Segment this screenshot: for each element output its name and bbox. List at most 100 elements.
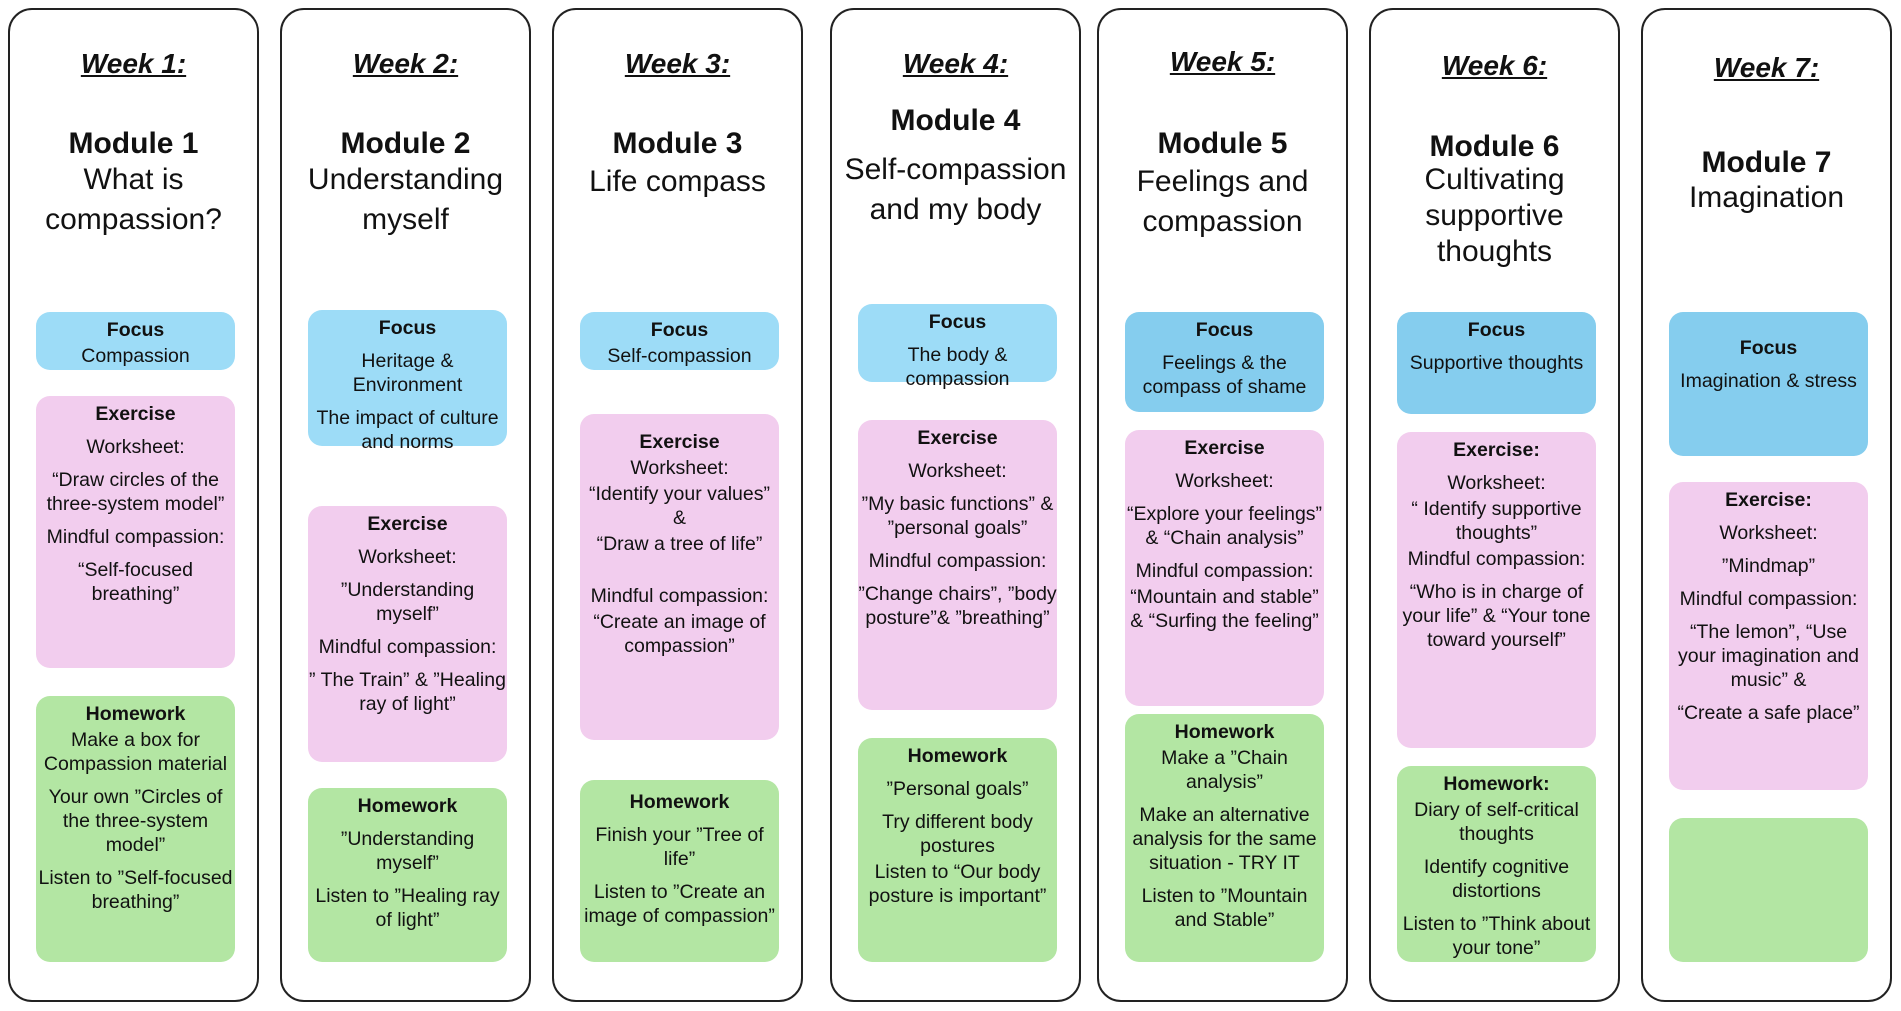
focus-line: The impact of culture and norms: [316, 407, 499, 453]
module-column-2: Week 2: Module 2 Understanding myself Fo…: [280, 8, 531, 1002]
week-label: Week 7:: [1713, 52, 1820, 83]
homework-line: Listen to ”Mountain and Stable”: [1141, 885, 1308, 931]
homework-line: Diary of self-critical thoughts: [1414, 799, 1579, 845]
homework-line: Listen to ”Think about your tone”: [1402, 913, 1591, 959]
homework-box: Homework Make a ”Chain analysis” Make an…: [1125, 714, 1324, 962]
exercise-box: Exercise Worksheet: “Draw circles of the…: [36, 396, 235, 668]
exercise-line: ”Change chairs”, ”body posture”& ”breath…: [858, 583, 1057, 629]
exercise-line: “ Identify supportive thoughts”: [1411, 498, 1582, 544]
homework-line: Make a box for Compassion material: [43, 729, 228, 775]
week-label: Week 1:: [80, 48, 187, 79]
exercise-line: Mindful compassion:: [318, 636, 497, 658]
module-title: Imagination: [1688, 181, 1845, 214]
focus-heading: Focus: [378, 317, 437, 339]
focus-box: Focus Feelings & the compass of shame: [1125, 312, 1324, 412]
week-label: Week 2:: [352, 48, 459, 79]
exercise-box: Exercise: Worksheet: “ Identify supporti…: [1397, 432, 1596, 748]
exercise-heading: Exercise: [1184, 437, 1265, 459]
exercise-line: “Who is in charge of your life” & “Your …: [1402, 581, 1591, 651]
homework-line: ”Personal goals”: [886, 778, 1029, 800]
homework-heading: Homework: [907, 745, 1008, 767]
exercise-line: ”Mindmap”: [1721, 555, 1816, 577]
exercise-line: Worksheet:: [1719, 522, 1818, 544]
exercise-line: “Draw a tree of life”: [596, 533, 763, 555]
exercise-line: “Create an image of compassion”: [593, 611, 766, 657]
focus-line: The body & compassion: [905, 344, 1010, 390]
exercise-line: “Create a safe place”: [1677, 702, 1860, 724]
homework-heading: Homework:: [1443, 773, 1550, 795]
exercise-heading: Exercise:: [1453, 439, 1540, 461]
focus-box: Focus Supportive thoughts: [1397, 312, 1596, 414]
exercise-line: “Draw circles of the three-system model”: [46, 469, 225, 515]
homework-line: Listen to “Our body posture is important…: [868, 861, 1047, 907]
exercise-heading: Exercise: [917, 427, 998, 449]
focus-box: Focus Heritage & Environment The impact …: [308, 310, 507, 453]
module-column-4: Week 4: Module 4 Self-compassion and my …: [830, 8, 1081, 1002]
homework-heading: Homework: [85, 703, 186, 725]
homework-line: Identify cognitive distortions: [1423, 856, 1570, 902]
exercise-line: Worksheet:: [908, 460, 1007, 482]
exercise-line: “The lemon”, “Use your imagination and m…: [1677, 621, 1860, 691]
focus-box: Focus Compassion: [36, 312, 235, 370]
focus-heading: Focus: [928, 311, 987, 333]
focus-heading: Focus: [106, 319, 165, 341]
homework-line: Listen to ”Healing ray of light”: [315, 885, 500, 931]
exercise-line: Worksheet:: [1447, 472, 1546, 494]
homework-box: [1669, 818, 1868, 962]
focus-line: Feelings & the compass of shame: [1142, 352, 1307, 398]
focus-line: Self-compassion: [607, 345, 752, 367]
focus-line: Supportive thoughts: [1409, 352, 1584, 374]
homework-line: Listen to ”Create an image of compassion…: [584, 881, 775, 927]
homework-heading: Homework: [357, 795, 458, 817]
exercise-box: Exercise: Worksheet: ”Mindmap” Mindful c…: [1669, 482, 1868, 790]
week-label: Week 3:: [624, 48, 731, 79]
exercise-box: Exercise Worksheet: “Explore your feelin…: [1125, 430, 1324, 706]
exercise-line: Mindful compassion:: [1679, 588, 1858, 610]
module-title: Feelings and compassion: [1136, 165, 1309, 238]
exercise-line: “Explore your feelings” & “Chain analysi…: [1126, 503, 1323, 549]
homework-line: Finish your ”Tree of life”: [595, 824, 764, 870]
exercise-box: Exercise Worksheet: ”Understanding mysel…: [308, 506, 507, 762]
exercise-line: Worksheet:: [86, 436, 185, 458]
focus-heading: Focus: [1467, 319, 1526, 341]
exercise-line: “Identify your values” &: [589, 483, 770, 529]
focus-heading: Focus: [650, 319, 709, 341]
module-column-3: Week 3: Module 3 Life compass Focus Self…: [552, 8, 803, 1002]
focus-heading: Focus: [1739, 337, 1798, 359]
exercise-line: Mindful compassion:: [1407, 548, 1586, 570]
homework-line: Make a ”Chain analysis”: [1161, 747, 1288, 793]
module-name: Module 7: [1701, 146, 1832, 179]
homework-box: Homework ”Understanding myself” Listen t…: [308, 788, 507, 962]
exercise-line: Mindful compassion:: [46, 526, 225, 548]
focus-line: Imagination & stress: [1680, 370, 1857, 392]
homework-line: Try different body postures: [882, 811, 1033, 857]
exercise-heading: Exercise: [639, 431, 720, 453]
exercise-box: Exercise Worksheet: ”My basic functions”…: [858, 420, 1057, 710]
module-title: Cultivating supportive thoughts: [1424, 163, 1565, 268]
exercise-line: Worksheet:: [630, 457, 729, 479]
focus-line: Compassion: [81, 345, 190, 367]
exercise-heading: Exercise: [367, 513, 448, 535]
exercise-line: ” The Train” & ”Healing ray of light”: [309, 669, 506, 715]
homework-heading: Homework: [629, 791, 730, 813]
focus-box: Focus The body & compassion: [858, 304, 1057, 390]
module-name: Module 4: [890, 104, 1021, 137]
exercise-heading: Exercise: [95, 403, 176, 425]
exercise-line: Mindful compassion:: [590, 585, 769, 607]
exercise-line: “Self-focused breathing”: [78, 559, 193, 605]
module-column-1: Week 1: Module 1 What is compassion? Foc…: [8, 8, 259, 1002]
homework-line: Listen to ”Self-focused breathing”: [38, 867, 233, 913]
exercise-line: Mindful compassion:: [1135, 560, 1314, 582]
module-name: Module 6: [1429, 130, 1560, 163]
module-title: What is compassion?: [45, 163, 222, 236]
module-title: Life compass: [589, 165, 766, 198]
exercise-line: ”Understanding myself”: [340, 579, 475, 625]
module-name: Module 5: [1157, 127, 1288, 160]
module-column-6: Week 6: Module 6 Cultivating supportive …: [1369, 8, 1620, 1002]
focus-heading: Focus: [1195, 319, 1254, 341]
exercise-line: Mindful compassion:: [868, 550, 1047, 572]
focus-box: Focus Self-compassion: [580, 312, 779, 370]
exercise-line: ”My basic functions” & ”personal goals”: [861, 493, 1054, 539]
exercise-box: Exercise Worksheet: “Identify your value…: [580, 414, 779, 740]
homework-box: Homework Finish your ”Tree of life” List…: [580, 780, 779, 962]
